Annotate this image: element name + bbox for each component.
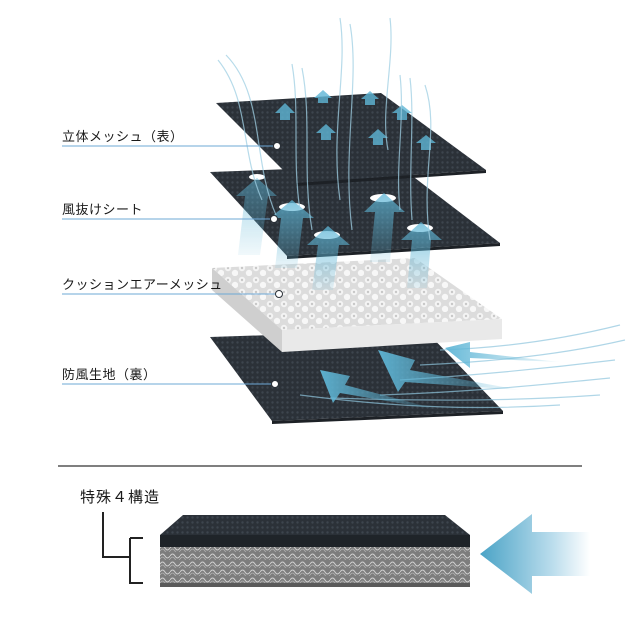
- label-windproof-fabric: 防風生地（裏）: [62, 368, 157, 383]
- air-flow-arrow-icon: [270, 200, 314, 268]
- layer-windproof-fabric: [210, 330, 503, 424]
- air-flow-arrow-icon: [320, 370, 440, 410]
- layer-cushion-air-mesh: [212, 258, 502, 352]
- air-streams: [217, 17, 432, 241]
- label-cushion-air-mesh: クッションエアーメッシュ: [62, 278, 223, 293]
- cross-section-mesh: [160, 515, 470, 547]
- air-flow-arrow-icon: [236, 178, 277, 255]
- top-mesh-arrows: [275, 90, 436, 150]
- section-title: 特殊４構造: [80, 488, 161, 506]
- label-air-vent-sheet: 風抜けシート: [62, 203, 144, 218]
- air-flow-arrow-icon: [416, 135, 436, 150]
- leader-lines: [62, 145, 279, 385]
- cross-section-cushion: [160, 547, 470, 587]
- air-flow-arrow-icon: [314, 90, 332, 103]
- air-flow-arrow-icon: [316, 124, 336, 140]
- incoming-wind-arrow-icon: [480, 514, 590, 594]
- air-flow-arrow-icon: [392, 105, 412, 120]
- bracket-icon: [102, 512, 143, 584]
- air-flow-arrow-icon: [445, 342, 560, 368]
- air-flow-arrow-icon: [378, 350, 520, 392]
- horizontal-airflow: [320, 342, 560, 410]
- air-flow-arrow-icon: [368, 129, 388, 145]
- upward-airflow: [236, 178, 442, 290]
- label-3d-mesh: 立体メッシュ（表）: [62, 130, 184, 145]
- leader-dots: [270, 142, 283, 388]
- air-flow-arrow-icon: [361, 91, 379, 105]
- air-flow-arrow-icon: [275, 103, 295, 120]
- air-flow-arrow-icon: [401, 222, 442, 288]
- air-flow-arrow-icon: [364, 193, 405, 262]
- air-flow-arrow-icon: [307, 226, 350, 290]
